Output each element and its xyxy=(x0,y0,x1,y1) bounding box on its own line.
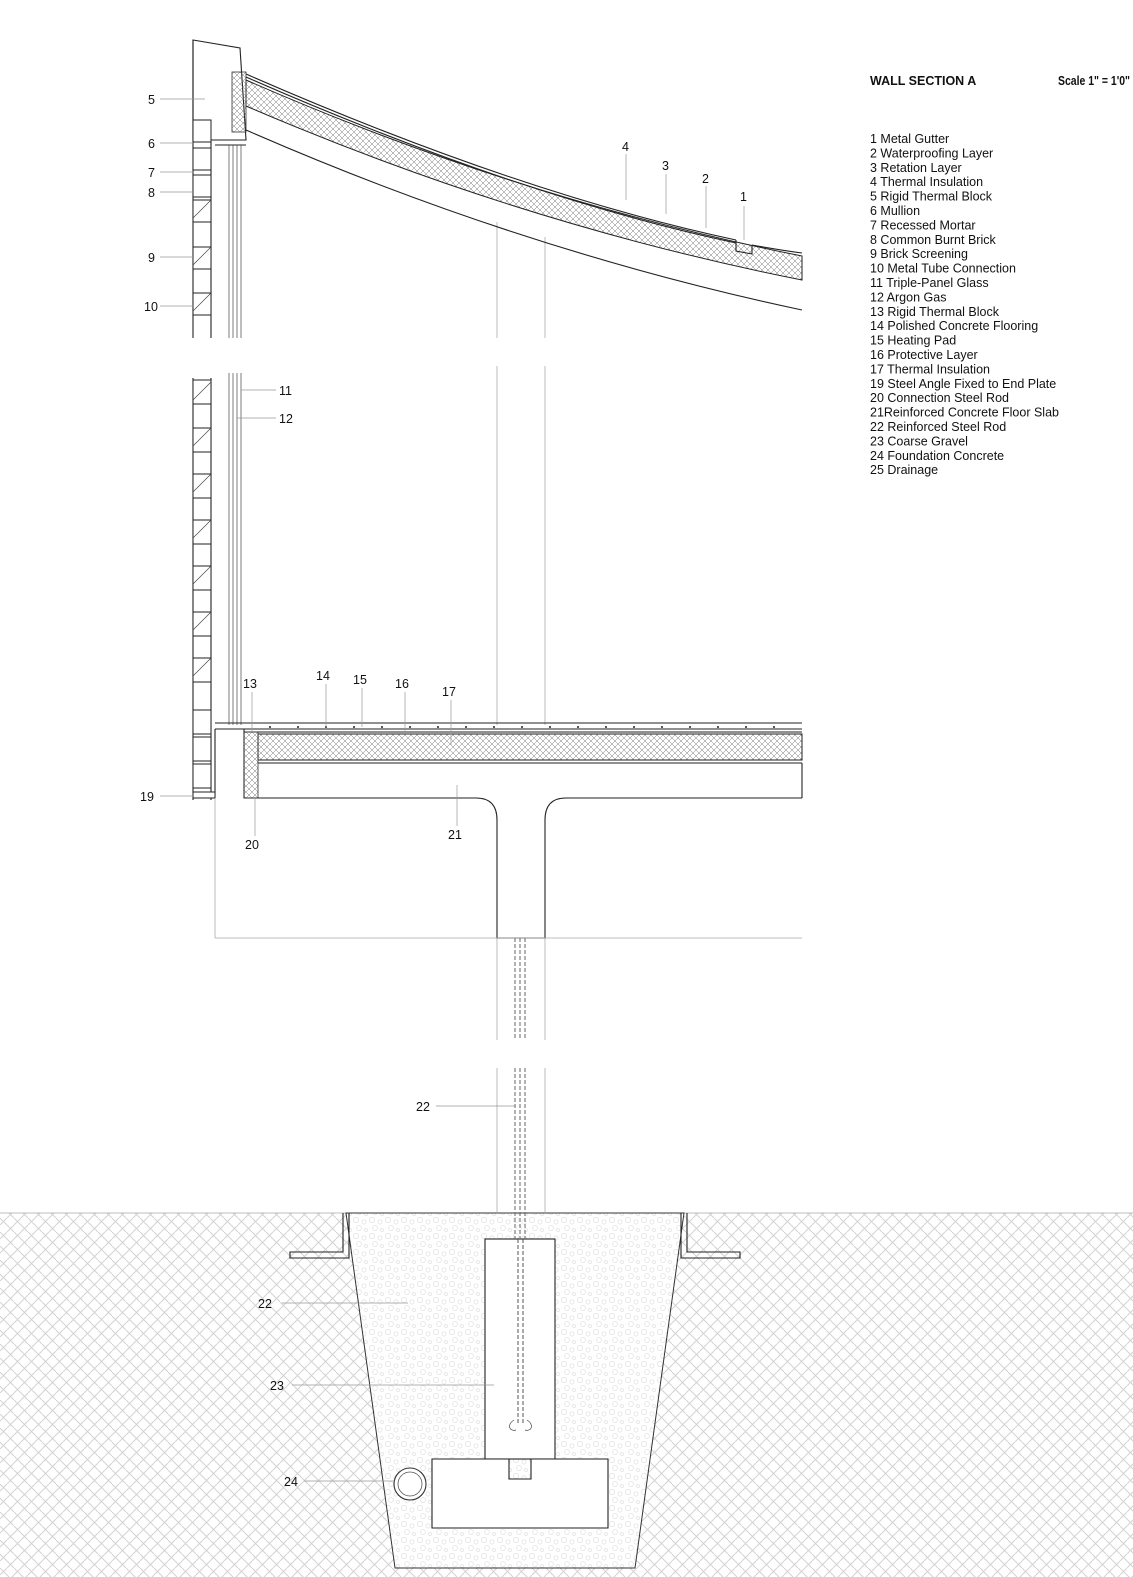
callout-24: 24 xyxy=(284,1475,298,1489)
callout-7: 7 xyxy=(148,166,155,180)
callout-17: 17 xyxy=(442,685,456,699)
callout-23: 23 xyxy=(270,1379,284,1393)
brick-screening-lower xyxy=(192,379,212,789)
legend-item: 15 Heating Pad xyxy=(870,334,956,348)
legend-item: 9 Brick Screening xyxy=(870,247,968,261)
legend-item: 12 Argon Gas xyxy=(870,290,946,304)
callout-11: 11 xyxy=(279,384,292,398)
callout-22-column: 22 xyxy=(416,1100,430,1114)
legend-item: 21Reinforced Concrete Floor Slab xyxy=(870,406,1059,420)
slab-beam xyxy=(215,728,802,939)
facade xyxy=(192,40,242,800)
callout-labels: 5 6 7 8 9 10 11 12 1 2 3 4 13 14 15 16 1… xyxy=(140,93,747,1489)
heating-pad xyxy=(268,725,776,729)
legend-item: 22 Reinforced Steel Rod xyxy=(870,420,1006,434)
callout-10: 10 xyxy=(144,300,158,314)
legend-item: 13 Rigid Thermal Block xyxy=(870,305,1000,319)
foundation-column xyxy=(484,1238,556,1460)
legend-item: 1 Metal Gutter xyxy=(870,132,949,146)
legend-item: 17 Thermal Insulation xyxy=(870,362,990,376)
legend-item: 25 Drainage xyxy=(870,463,938,477)
legend-item: 10 Metal Tube Connection xyxy=(870,262,1016,276)
legend-item: 3 Retation Layer xyxy=(870,161,962,175)
legend-item: 5 Rigid Thermal Block xyxy=(870,190,993,204)
brick-screening-upper xyxy=(192,119,212,316)
callout-5: 5 xyxy=(148,93,155,107)
callout-9: 9 xyxy=(148,251,155,265)
callout-13: 13 xyxy=(243,677,257,691)
ground-section xyxy=(0,1212,1133,1577)
callout-4: 4 xyxy=(622,140,629,154)
floor-insulation xyxy=(257,733,803,761)
legend-item: 4 Thermal Insulation xyxy=(870,175,983,189)
roof-section xyxy=(192,39,803,311)
title-block: WALL SECTION A Scale 1" = 1'0" xyxy=(870,74,1130,88)
callout-1: 1 xyxy=(740,190,747,204)
legend-item: 11 Triple-Panel Glass xyxy=(870,276,989,290)
legend-item: 7 Recessed Mortar xyxy=(870,218,976,232)
callout-14: 14 xyxy=(316,669,330,683)
callout-8: 8 xyxy=(148,186,155,200)
callout-2: 2 xyxy=(702,172,709,186)
drainage-pipe xyxy=(393,1467,427,1501)
foundation-footing xyxy=(431,1458,609,1529)
legend-item: 19 Steel Angle Fixed to End Plate xyxy=(870,377,1056,391)
callout-16: 16 xyxy=(395,677,409,691)
legend-item: 20 Connection Steel Rod xyxy=(870,391,1009,405)
callout-22-trench: 22 xyxy=(258,1297,272,1311)
triple-panel-glass xyxy=(228,145,242,725)
callout-12: 12 xyxy=(279,412,293,426)
legend-item: 8 Common Burnt Brick xyxy=(870,233,996,247)
callout-6: 6 xyxy=(148,137,155,151)
legend-item: 2 Waterproofing Layer xyxy=(870,146,993,160)
sheet-title: WALL SECTION A xyxy=(870,74,976,88)
callout-20: 20 xyxy=(245,838,259,852)
leader-lines xyxy=(160,98,745,1482)
legend-item: 24 Foundation Concrete xyxy=(870,449,1004,463)
legend-item: 16 Protective Layer xyxy=(870,348,978,362)
roof-insulation xyxy=(245,79,803,281)
floor-slab xyxy=(192,722,803,939)
callout-21: 21 xyxy=(448,828,462,842)
legend-item: 23 Coarse Gravel xyxy=(870,434,968,448)
callout-19: 19 xyxy=(140,790,154,804)
callout-15: 15 xyxy=(353,673,367,687)
concrete-column xyxy=(496,222,546,1239)
legend-item: 14 Polished Concrete Flooring xyxy=(870,319,1038,333)
sheet-scale: Scale 1" = 1'0" xyxy=(1058,74,1130,88)
callout-3: 3 xyxy=(662,159,669,173)
legend-item: 6 Mullion xyxy=(870,204,920,218)
